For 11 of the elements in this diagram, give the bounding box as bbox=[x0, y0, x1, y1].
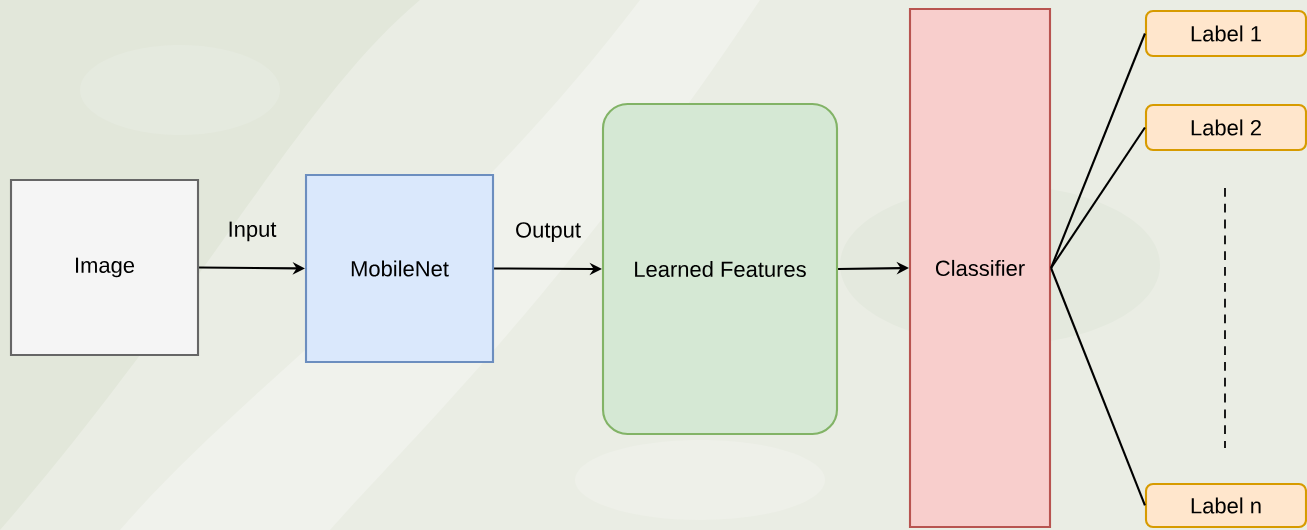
label-box: Label n bbox=[1144, 482, 1307, 529]
edge-label: Output bbox=[516, 222, 581, 242]
classifier-box: Classifier bbox=[908, 7, 1052, 529]
label-box: Label 2 bbox=[1144, 103, 1307, 152]
connector-line bbox=[1050, 126, 1146, 269]
edge-label: Input bbox=[229, 221, 277, 242]
label-box: Label 1 bbox=[1144, 9, 1307, 58]
connector-line bbox=[1050, 267, 1146, 506]
model-box: MobileNet bbox=[304, 173, 495, 364]
image-box: Image bbox=[9, 178, 200, 357]
features-box: Learned Features bbox=[601, 102, 839, 436]
